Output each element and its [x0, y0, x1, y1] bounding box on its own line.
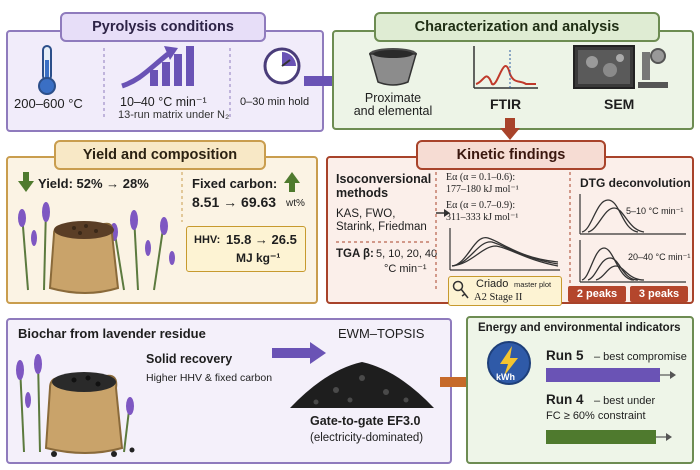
- solid-note: Higher HHV & fixed carbon: [146, 372, 273, 384]
- ftir-label: FTIR: [490, 96, 522, 112]
- tga-curves-plot: [449, 228, 560, 271]
- pyrolysis-title: Pyrolysis conditions: [60, 12, 266, 42]
- ea-pointer-arrow: [436, 209, 450, 217]
- run4-bar: [546, 430, 656, 444]
- tga-label: TGA β:: [336, 248, 374, 260]
- dtg-heading: DTG deconvolution: [580, 176, 691, 190]
- characterization-title: Characterization and analysis: [374, 12, 660, 42]
- ewm-topsis: EWM–TOPSIS: [338, 326, 425, 341]
- biochar-title: Biochar from lavender residue: [18, 326, 206, 341]
- yield-title: Yield and composition: [54, 140, 266, 170]
- lavender-sack-illustration: [18, 202, 175, 294]
- key-icon: [452, 280, 469, 299]
- down-arrow-icon: [18, 172, 34, 192]
- yield-label: Yield: 52% → 28%: [38, 176, 149, 191]
- sem-image-icon: [573, 45, 668, 89]
- criado-label: Criado: [476, 278, 509, 290]
- solid-recovery: Solid recovery: [146, 352, 233, 366]
- criado-stage: A2 Stage II: [474, 292, 523, 303]
- run5-bar-arrow: [660, 371, 676, 379]
- run5-bar: [546, 368, 660, 382]
- heating-rate: 10–40 °C min⁻¹: [120, 95, 207, 109]
- fixed-carbon-unit: wt%: [286, 198, 305, 209]
- hhv-label: HHV:: [194, 234, 221, 246]
- criado-suffix: master plot: [514, 280, 552, 289]
- ea-high: Eα (α = 0.7–0.9): 311–333 kJ mol⁻¹: [446, 200, 519, 223]
- kinetics-title: Kinetic findings: [416, 140, 606, 170]
- kwh-lightning-icon: [487, 341, 531, 385]
- iso-heading: Isoconversional methods: [336, 172, 432, 200]
- run4-label: Run 4: [546, 392, 584, 407]
- iso-methods: KAS, FWO, Starink, Friedman: [336, 208, 427, 233]
- gate-to-gate: Gate-to-gate EF3.0: [310, 414, 421, 428]
- tga-values: 5, 10, 20, 40: [376, 248, 438, 260]
- fixed-carbon-value: 8.51 → 69.63: [192, 194, 277, 210]
- up-arrow-icon: [284, 172, 300, 192]
- ftir-spectrum-icon: [473, 46, 538, 89]
- hold-time: 0–30 min hold: [240, 96, 310, 108]
- biochar-pile-illustration: [290, 362, 434, 408]
- clock-icon: [263, 47, 301, 85]
- temp-range: 200–600 °C: [14, 96, 83, 111]
- gate-note: (electricity-dominated): [310, 432, 424, 444]
- proximate-label: Proximate and elemental: [353, 91, 433, 118]
- lavender-sack-biochar-illustration: [16, 354, 135, 457]
- dtg-low-rate: 5–10 °C min⁻¹: [626, 206, 684, 216]
- energy-title: Energy and environmental indicators: [478, 322, 681, 334]
- dtg-plot-high-rate: [579, 240, 686, 283]
- kwh-label: kWh: [496, 372, 515, 382]
- fixed-carbon-label: Fixed carbon:: [192, 176, 278, 191]
- dtg-plot-low-rate: [579, 194, 686, 235]
- dtg-high-rate: 20–40 °C min⁻¹: [628, 252, 691, 262]
- sem-label: SEM: [604, 96, 635, 112]
- run5-label: Run 5: [546, 348, 584, 363]
- hhv-unit: MJ kg⁻¹: [236, 251, 281, 265]
- hhv-value: 15.8 → 26.5: [226, 232, 297, 247]
- hhv-box: [186, 226, 306, 272]
- tga-unit: °C min⁻¹: [384, 263, 427, 275]
- heating-rate-chart-icon: [121, 46, 194, 89]
- run4-note-2: FC ≥ 60% constraint: [546, 410, 646, 422]
- ea-low: Eα (α = 0.1–0.6): 177–180 kJ mol⁻¹: [446, 172, 519, 195]
- two-peaks-tag: 2 peaks: [568, 286, 626, 302]
- crucible-icon: [369, 48, 417, 86]
- run5-note: – best compromise: [594, 351, 687, 363]
- thermometer-icon: [38, 45, 56, 95]
- arrow-characterization-to-kinetics: [500, 118, 520, 140]
- run-matrix: 13-run matrix under N₂: [118, 109, 230, 121]
- criado-box: [448, 276, 562, 306]
- run4-bar-arrow: [656, 433, 672, 441]
- three-peaks-tag: 3 peaks: [630, 286, 688, 302]
- arrow-solid-recovery: [272, 342, 326, 364]
- run4-note: – best under: [594, 395, 656, 407]
